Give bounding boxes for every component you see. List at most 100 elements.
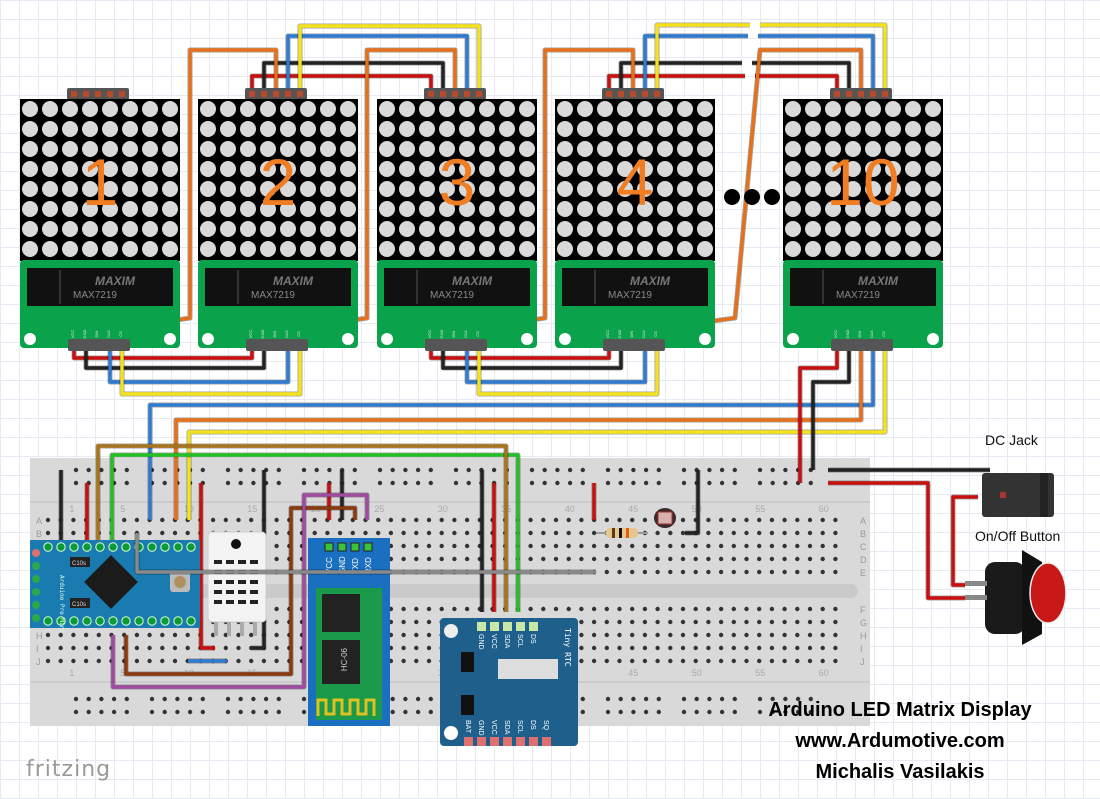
breadboard-hole [122, 517, 127, 523]
breadboard-hole [579, 543, 584, 549]
rail-hole [162, 480, 167, 486]
led [260, 181, 276, 197]
breadboard-hole [668, 632, 673, 638]
led [162, 241, 178, 257]
breadboard-hole [604, 517, 609, 523]
led [557, 221, 573, 237]
led [82, 121, 98, 137]
rail-hole [567, 467, 573, 473]
row-letter: J [36, 657, 41, 667]
rail-hole [719, 467, 725, 473]
breadboard-hole [693, 606, 698, 612]
breadboard-hole [401, 658, 406, 664]
bt-pin-label: VCC [325, 557, 334, 574]
rail-hole [732, 467, 737, 473]
led [825, 181, 841, 197]
led [577, 161, 593, 177]
led [280, 101, 296, 117]
rail-hole [73, 709, 79, 715]
breadboard-hole [680, 645, 686, 651]
column-number: 55 [755, 504, 765, 514]
led [885, 141, 901, 157]
led [280, 161, 296, 177]
led [597, 241, 613, 257]
led [62, 221, 78, 237]
output-header [603, 339, 665, 351]
led [677, 141, 693, 157]
breadboard-hole [795, 543, 800, 549]
led [320, 161, 336, 177]
rail-hole [656, 696, 661, 702]
breadboard-hole [642, 569, 648, 575]
breadboard-hole [782, 569, 787, 575]
wire-gnd [84, 345, 266, 370]
rtc-pin-label: DS [529, 634, 536, 644]
breadboard-hole [782, 543, 787, 549]
led [519, 141, 535, 157]
led [805, 101, 821, 117]
breadboard-hole [680, 658, 686, 664]
led [479, 161, 495, 177]
breadboard-hole [795, 517, 800, 523]
rail-hole [719, 696, 725, 702]
breadboard-hole [769, 632, 775, 638]
breadboard-hole [693, 632, 698, 638]
led [122, 221, 138, 237]
led [300, 181, 316, 197]
breadboard-hole [655, 543, 660, 549]
button-lead [965, 581, 987, 586]
led [122, 241, 138, 257]
breadboard-hole [680, 569, 686, 575]
breadboard-hole [236, 658, 241, 664]
breadboard-hole [820, 619, 825, 625]
header-pin [476, 91, 482, 97]
breadboard-hole [604, 606, 609, 612]
breadboard-hole [807, 530, 813, 536]
breadboard-hole [744, 556, 749, 562]
breadboard-hole [134, 645, 140, 651]
breadboard-hole [591, 632, 597, 638]
rail-hole [580, 709, 585, 715]
led [697, 121, 713, 137]
led [805, 201, 821, 217]
led [865, 221, 881, 237]
breadboard-hole [668, 645, 673, 651]
breadboard-hole [795, 645, 800, 651]
led [379, 201, 395, 217]
led [42, 181, 58, 197]
breadboard-hole [795, 606, 800, 612]
breadboard-hole [668, 530, 673, 536]
breadboard-hole [769, 619, 775, 625]
rail-hole [187, 696, 193, 702]
header-pin [83, 91, 89, 97]
led [499, 181, 515, 197]
row-letter: A [860, 516, 866, 526]
breadboard-hole [464, 530, 470, 536]
led [925, 141, 941, 157]
led [845, 161, 861, 177]
pin-label: DIN [272, 330, 277, 337]
rail-hole [251, 480, 256, 486]
rail-hole [73, 696, 79, 702]
led [142, 101, 158, 117]
breadboard-hole [795, 569, 800, 575]
led [825, 141, 841, 157]
led [220, 221, 236, 237]
breadboard-hole [693, 619, 698, 625]
led [905, 221, 921, 237]
breadboard-hole [782, 619, 787, 625]
mount-hole [927, 333, 939, 345]
breadboard-hole [414, 658, 419, 664]
breadboard-hole [541, 530, 546, 536]
breadboard-hole [439, 556, 444, 562]
arduino-pin [186, 616, 196, 626]
led [825, 201, 841, 217]
breadboard-hole [388, 517, 394, 523]
breadboard-hole [147, 658, 152, 664]
breadboard-hole [820, 543, 825, 549]
wire-cs [120, 345, 302, 396]
led [617, 241, 633, 257]
led [697, 161, 713, 177]
led [240, 201, 256, 217]
led [22, 161, 38, 177]
